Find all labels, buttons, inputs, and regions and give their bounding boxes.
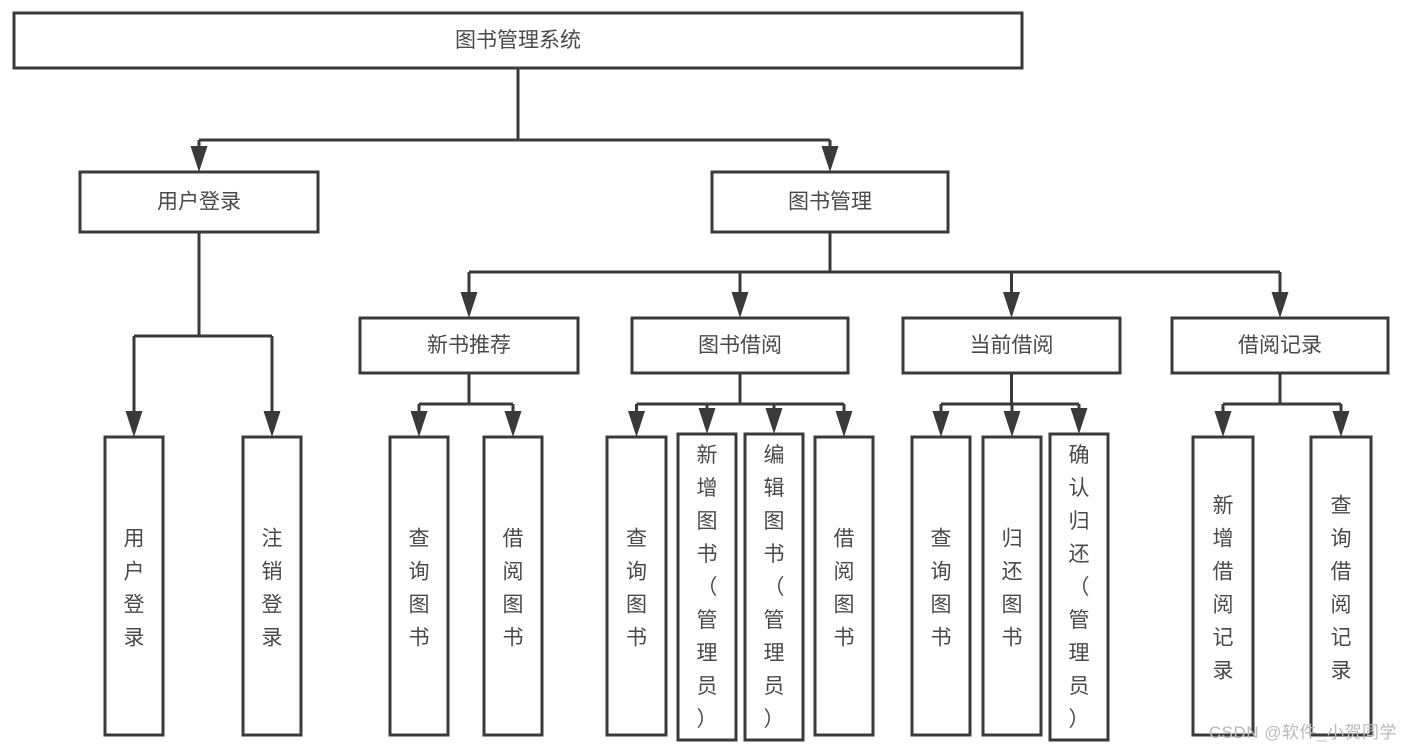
edge-group-book-manage — [460, 232, 1289, 318]
edge-group-root — [190, 68, 839, 172]
node-label: 查询借阅记录 — [1331, 495, 1352, 683]
node-box[interactable] — [12, 11, 1024, 70]
node-box[interactable] — [901, 316, 1122, 375]
node-label: 编辑图书（管理员） — [764, 444, 785, 731]
nodes-layer: 图书管理系统用户登录图书管理新书推荐图书借阅当前借阅借阅记录用户登录注销登录查询… — [12, 11, 1390, 742]
node-box[interactable] — [981, 435, 1043, 737]
node-box[interactable] — [676, 432, 738, 742]
node-box[interactable] — [1309, 435, 1373, 737]
arrow-head-icon — [1271, 292, 1289, 318]
node-current-borrow[interactable]: 当前借阅 — [901, 316, 1122, 375]
arrow-head-icon — [628, 411, 645, 437]
arrow-head-icon — [263, 411, 281, 437]
node-label: 图书管理系统 — [455, 29, 581, 52]
node-leaf-return-book[interactable]: 归还图书 — [981, 435, 1043, 737]
node-new-book-rec[interactable]: 新书推荐 — [358, 316, 580, 375]
edge-group-borrow-record — [1214, 373, 1350, 437]
edge-group-current-borrow — [932, 373, 1088, 437]
node-borrow-record[interactable]: 借阅记录 — [1170, 316, 1390, 375]
node-label: 图书管理 — [788, 191, 872, 214]
node-leaf-query-record[interactable]: 查询借阅记录 — [1309, 435, 1373, 737]
arrow-head-icon — [410, 411, 428, 437]
arrow-head-icon — [835, 411, 853, 437]
node-box[interactable] — [910, 435, 972, 737]
arrow-head-icon — [698, 408, 716, 434]
node-label: 借阅图书 — [834, 528, 855, 650]
arrow-head-icon — [125, 411, 143, 437]
node-label: 注销登录 — [262, 528, 283, 650]
edge-group-user-login — [125, 232, 281, 437]
node-leaf-borrow-book-2[interactable]: 借阅图书 — [813, 435, 875, 737]
node-box[interactable] — [1191, 435, 1255, 737]
node-box[interactable] — [1048, 432, 1110, 742]
node-label: 确认归还（管理员） — [1069, 444, 1090, 731]
node-label: 用户登录 — [157, 191, 241, 214]
node-label: 归还图书 — [1002, 528, 1023, 650]
arrow-head-icon — [190, 146, 208, 172]
node-box[interactable] — [743, 432, 805, 742]
node-label: 用户登录 — [124, 528, 145, 650]
node-label: 新书推荐 — [427, 334, 511, 357]
node-label: 新增借阅记录 — [1213, 495, 1234, 683]
node-leaf-query-book-2[interactable]: 查询图书 — [605, 435, 668, 737]
arrow-head-icon — [1214, 411, 1232, 437]
arrow-head-icon — [1003, 292, 1020, 318]
node-leaf-confirm-return[interactable]: 确认归还（管理员） — [1048, 432, 1110, 742]
arrow-head-icon — [821, 146, 839, 172]
node-box[interactable] — [103, 435, 165, 737]
node-leaf-query-book-1[interactable]: 查询图书 — [388, 435, 450, 737]
node-box[interactable] — [78, 170, 320, 234]
node-leaf-add-record[interactable]: 新增借阅记录 — [1191, 435, 1255, 737]
node-label: 图书借阅 — [698, 334, 782, 357]
edge-group-new-book-rec — [410, 373, 522, 437]
node-label: 当前借阅 — [970, 334, 1054, 357]
arrow-head-icon — [460, 292, 478, 318]
node-user-login[interactable]: 用户登录 — [78, 170, 320, 234]
node-box[interactable] — [710, 170, 950, 234]
node-leaf-add-book[interactable]: 新增图书（管理员） — [676, 432, 738, 742]
arrow-head-icon — [504, 411, 522, 437]
node-box[interactable] — [358, 316, 580, 375]
node-book-manage[interactable]: 图书管理 — [710, 170, 950, 234]
node-book-borrow[interactable]: 图书借阅 — [630, 316, 850, 375]
node-box[interactable] — [813, 435, 875, 737]
arrow-head-icon — [932, 411, 950, 437]
node-leaf-user-login[interactable]: 用户登录 — [103, 435, 165, 737]
node-label: 查询图书 — [409, 528, 430, 650]
node-label: 借阅记录 — [1238, 334, 1322, 357]
arrow-head-icon — [731, 292, 749, 318]
node-box[interactable] — [1170, 316, 1390, 375]
node-label: 借阅图书 — [503, 528, 524, 650]
node-box[interactable] — [482, 435, 544, 737]
node-box[interactable] — [630, 316, 850, 375]
arrow-head-icon — [1332, 411, 1350, 437]
edge-group-book-borrow — [628, 373, 853, 437]
arrow-head-icon — [765, 408, 783, 434]
edges-layer — [125, 68, 1350, 437]
arrow-head-icon — [1070, 408, 1088, 434]
node-leaf-borrow-book-1[interactable]: 借阅图书 — [482, 435, 544, 737]
node-label: 新增图书（管理员） — [697, 444, 718, 731]
node-leaf-edit-book[interactable]: 编辑图书（管理员） — [743, 432, 805, 742]
node-leaf-logout[interactable]: 注销登录 — [241, 435, 303, 737]
node-box[interactable] — [241, 435, 303, 737]
node-box[interactable] — [388, 435, 450, 737]
node-leaf-query-book-3[interactable]: 查询图书 — [910, 435, 972, 737]
node-box[interactable] — [605, 435, 668, 737]
node-label: 查询图书 — [626, 528, 647, 650]
arrow-head-icon — [1003, 411, 1021, 437]
node-root[interactable]: 图书管理系统 — [12, 11, 1024, 70]
node-label: 查询图书 — [931, 528, 952, 650]
